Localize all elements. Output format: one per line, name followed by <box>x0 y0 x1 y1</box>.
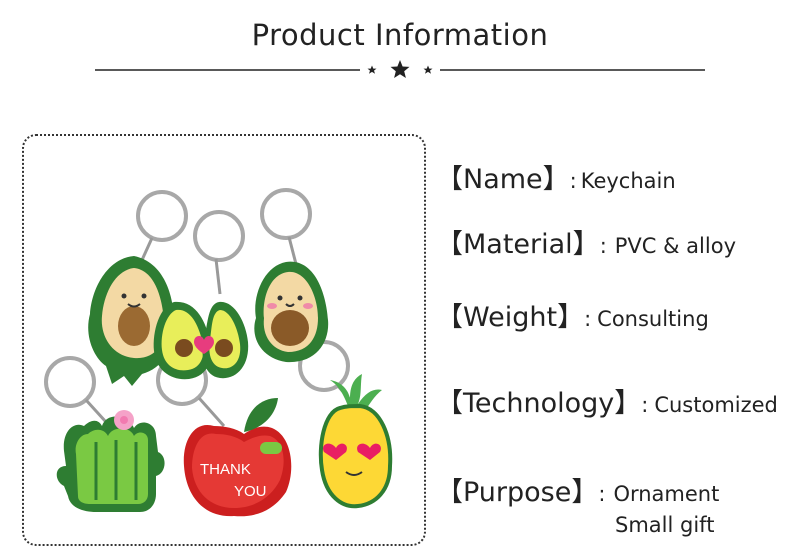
title-divider <box>95 60 705 78</box>
spec-value: PVC & alloy <box>614 234 736 258</box>
key-ring <box>193 210 245 262</box>
spec-label: 【Weight】 <box>436 302 585 333</box>
key-ring <box>136 190 188 242</box>
key-ring <box>44 356 96 408</box>
spec-separator: : <box>584 307 592 331</box>
spec-value: Consulting <box>597 307 709 331</box>
product-photo: THANK YOU <box>44 188 393 517</box>
spec-label: 【Name】 <box>436 164 570 195</box>
spec-technology: 【Technology】:Customized <box>436 381 778 420</box>
twin-avocado-keychain <box>153 301 249 380</box>
spec-separator: : <box>641 393 649 417</box>
spec-material: 【Material】: PVC & alloy <box>436 222 736 261</box>
star-icon <box>390 60 410 78</box>
spec-name: 【Name】:Keychain <box>436 157 676 196</box>
spec-separator: : <box>598 482 606 506</box>
avocado-keychain <box>88 256 175 386</box>
spec-value: Ornament <box>613 482 720 506</box>
spec-label: 【Technology】 <box>436 388 642 419</box>
avocado-keychain <box>254 261 329 363</box>
key-ring <box>260 188 312 240</box>
apple-keychain: THANK YOU <box>183 398 292 517</box>
spec-separator: : <box>569 169 577 193</box>
apple-text: THANK <box>200 461 251 478</box>
spec-separator: : <box>599 234 607 258</box>
spec-label: 【Material】 <box>436 229 600 260</box>
spec-value: Keychain <box>580 169 676 193</box>
spec-purpose-extra: Small gift <box>615 513 715 537</box>
star-icon <box>367 65 377 74</box>
spec-value: Customized <box>654 393 778 417</box>
product-photo-frame: THANK YOU <box>22 134 426 546</box>
page-title: Product Information <box>251 18 549 52</box>
star-icon <box>423 65 433 74</box>
apple-text: YOU <box>234 483 267 500</box>
pineapple-keychain <box>318 374 393 509</box>
spec-purpose: 【Purpose】: Ornament <box>436 470 719 509</box>
spec-label: 【Purpose】 <box>436 477 599 508</box>
spec-weight: 【Weight】:Consulting <box>436 295 709 334</box>
cactus-keychain <box>56 410 165 512</box>
